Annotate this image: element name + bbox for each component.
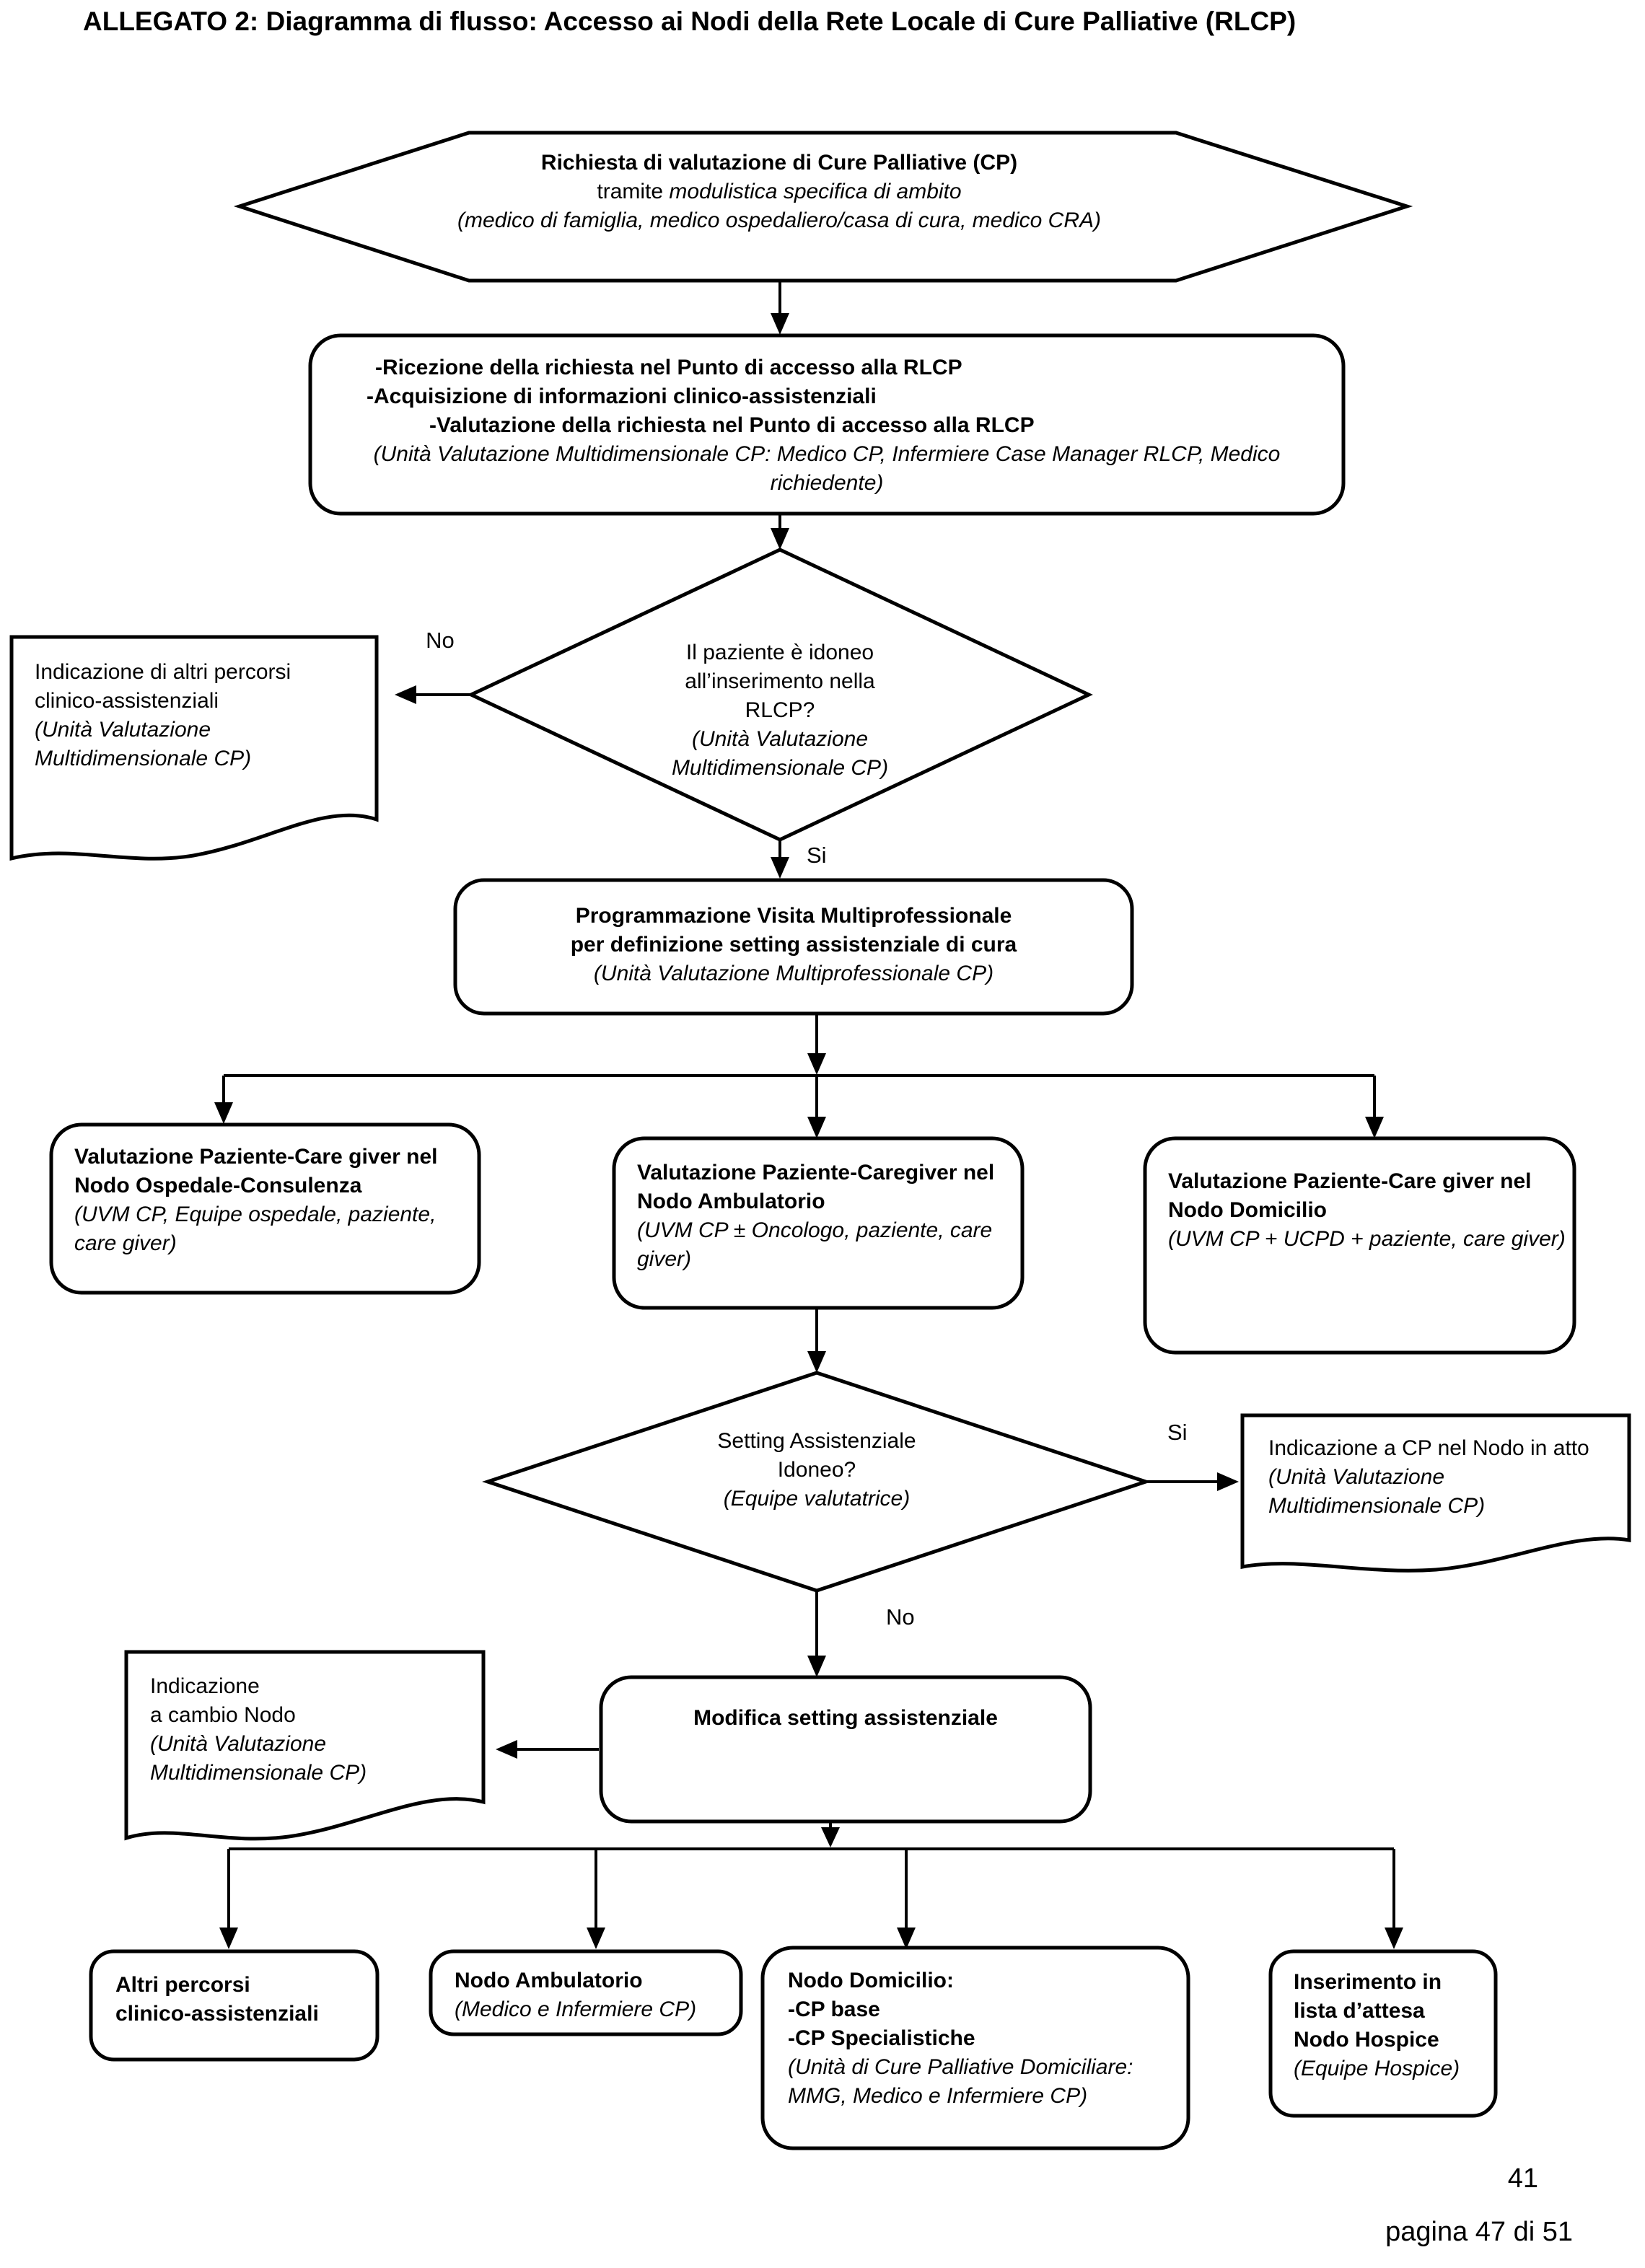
arrow-branch-to-hospital	[214, 1076, 233, 1124]
label-no-eligibility: No	[426, 628, 455, 653]
arrow-branch-to-ambulatory	[807, 1076, 826, 1138]
other-paths-document-shape	[9, 635, 379, 861]
arrow-no-to-other-paths	[395, 685, 471, 704]
other-clinical-paths-box-shape	[89, 1949, 380, 2062]
node-home-text: Nodo Domicilio: -CP base -CP Specialisti…	[788, 1969, 1133, 2108]
request-line3: (medico di famiglia, medico ospedaliero/…	[457, 208, 1102, 232]
request-hexagon-shape	[233, 131, 1413, 283]
node-ambulatory-box-shape	[429, 1949, 743, 2036]
arrow-branch2-to-other-paths	[219, 1849, 238, 1949]
cp-indication-document-shape	[1240, 1413, 1631, 1573]
node-change-document-shape	[124, 1650, 486, 1841]
node-home-box-shape	[760, 1946, 1190, 2150]
eligibility-decision-text: Il paziente è idoneo all’inserimento nel…	[671, 641, 889, 780]
node-change-document-text: Indicazione a cambio Nodo (Unità Valutaz…	[150, 1674, 367, 1785]
home-eval-text: Valutazione Paziente-Care giver nel Nodo…	[1168, 1169, 1566, 1251]
page-label: pagina 47 di 51	[1385, 2217, 1573, 2247]
arrow-request-to-reception	[771, 281, 789, 335]
hospital-eval-box-shape	[49, 1122, 481, 1295]
page-title: ALLEGATO 2: Diagramma di flusso: Accesso…	[83, 6, 1297, 36]
arrow-si-to-planning	[771, 840, 789, 879]
arrow-reception-to-eligibility	[771, 514, 789, 550]
hospital-eval-text: Valutazione Paziente-Care giver nel Nodo…	[74, 1145, 438, 1255]
home-eval-box-shape	[1143, 1136, 1576, 1355]
reception-box-text: -Ricezione della richiesta nel Punto di …	[367, 356, 1281, 495]
arrow-no-to-change-setting	[807, 1591, 826, 1677]
other-clinical-paths-text: Altri percorsi clinico-assistenziali	[115, 1973, 319, 2026]
arrow-planning-to-branch	[807, 1014, 826, 1075]
arrow-ambulatory-to-setting	[807, 1308, 826, 1373]
label-si-setting: Si	[1167, 1420, 1188, 1445]
label-si-eligibility: Si	[807, 843, 827, 868]
ambulatory-eval-text: Valutazione Paziente-Caregiver nel Nodo …	[637, 1161, 995, 1271]
request-hexagon-text: Richiesta di valutazione di Cure Palliat…	[310, 149, 1248, 235]
arrow-branch-to-home	[1365, 1076, 1384, 1138]
hospice-waitlist-box-shape	[1268, 1949, 1498, 2118]
arrow-branch2-to-home-node	[897, 1849, 916, 1949]
cp-indication-document-text: Indicazione a CP nel Nodo in atto (Unità…	[1268, 1436, 1589, 1518]
setting-decision-text: Setting Assistenziale Idoneo? (Equipe va…	[717, 1429, 916, 1511]
arrow-change-to-branch2	[821, 1821, 840, 1847]
label-no-setting: No	[886, 1604, 915, 1630]
arrow-change-to-node-change	[496, 1740, 599, 1759]
change-setting-text: Modifica setting assistenziale	[693, 1706, 998, 1730]
arrow-branch2-to-ambulatory-node	[587, 1849, 605, 1949]
reception-box-shape	[308, 333, 1346, 516]
other-paths-document-text: Indicazione di altri percorsi clinico-as…	[35, 660, 291, 770]
page-number: 41	[1507, 2163, 1538, 2194]
hospice-waitlist-text: Inserimento in lista d’attesa Nodo Hospi…	[1294, 1970, 1460, 2080]
request-line1: Richiesta di valutazione di Cure Palliat…	[540, 151, 1018, 175]
node-ambulatory-text: Nodo Ambulatorio (Medico e Infermiere CP…	[455, 1969, 697, 2021]
change-setting-box-shape	[599, 1675, 1092, 1824]
request-line2: tramite modulistica specifica di ambito	[597, 180, 962, 203]
arrow-si-to-cp-indication	[1146, 1472, 1239, 1491]
planning-box-text: Programmazione Visita Multiprofessionale…	[570, 904, 1017, 985]
planning-box-shape	[453, 878, 1134, 1016]
arrow-branch2-to-hospice	[1385, 1849, 1403, 1949]
